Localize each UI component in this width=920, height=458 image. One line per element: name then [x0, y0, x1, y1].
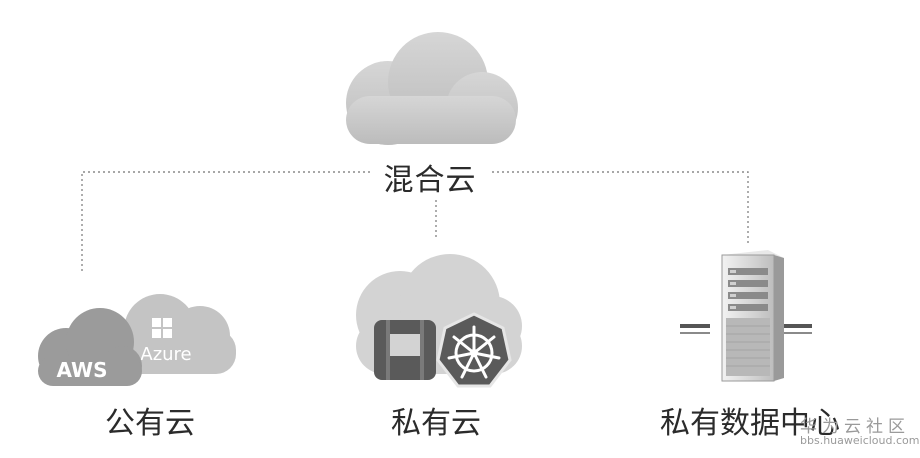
- private-cloud-label: 私有云: [391, 406, 481, 441]
- private-datacenter-label: 私有数据中心: [660, 406, 840, 441]
- aws-badge: AWS: [56, 358, 107, 382]
- openstack-logo-icon: [374, 320, 436, 380]
- server-icon: [680, 250, 812, 382]
- hybrid-cloud-icon: [346, 32, 518, 145]
- private-cloud-icon: [356, 254, 522, 388]
- connector-left: [81, 171, 380, 272]
- connector-right: [492, 171, 749, 246]
- watermark-url: bbs.huaweicloud.com: [800, 434, 920, 447]
- public-cloud-icon: Azure AWS: [38, 294, 236, 386]
- watermark-brand: 华为云社区: [800, 417, 910, 437]
- hybrid-cloud-label: 混合云: [370, 155, 490, 199]
- kubernetes-logo-icon: [436, 312, 512, 388]
- connector-lines: [81, 171, 749, 272]
- public-cloud-label: 公有云: [105, 406, 195, 441]
- azure-badge: Azure: [140, 344, 191, 365]
- windows-logo-icon: [152, 318, 172, 338]
